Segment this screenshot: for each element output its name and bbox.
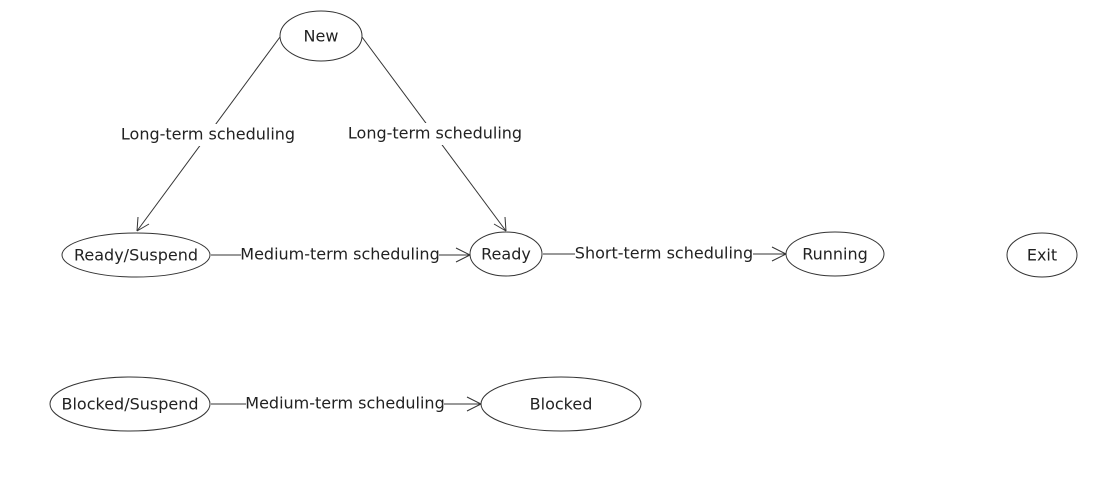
state-label-blocked: Blocked: [530, 395, 593, 414]
state-blocked: Blocked: [480, 376, 642, 432]
edge-ready-to-running: Short-term scheduling: [543, 243, 788, 265]
edge-ready-suspend-to-ready: Medium-term scheduling: [211, 244, 472, 266]
state-running: Running: [785, 231, 885, 277]
state-label-exit: Exit: [1027, 246, 1057, 265]
state-ready-suspend: Ready/Suspend: [61, 232, 211, 278]
state-label-ready-suspend: Ready/Suspend: [74, 246, 198, 265]
arrowhead-icon: [493, 223, 507, 232]
edge-label-long-term-right: Long-term scheduling: [348, 124, 522, 143]
state-ready: Ready: [469, 231, 543, 277]
arrowhead-icon: [136, 216, 139, 232]
edge-label-medium-term-ready: Medium-term scheduling: [240, 245, 439, 264]
edge-label-medium-term-blocked: Medium-term scheduling: [245, 394, 444, 413]
arrowhead-icon: [136, 223, 150, 232]
state-label-blocked-suspend: Blocked/Suspend: [61, 395, 198, 414]
state-label-new: New: [304, 27, 339, 46]
state-label-ready: Ready: [481, 245, 531, 264]
state-blocked-suspend: Blocked/Suspend: [49, 376, 211, 432]
state-new: New: [279, 10, 363, 62]
edge-new-to-ready: Long-term scheduling: [347, 36, 523, 232]
state-label-running: Running: [802, 245, 868, 264]
edge-new-to-ready-suspend: Long-term scheduling: [120, 36, 296, 232]
edge-label-short-term: Short-term scheduling: [575, 244, 753, 263]
edge-label-long-term-left: Long-term scheduling: [121, 125, 295, 144]
arrowhead-icon: [504, 216, 507, 232]
edge-blocked-suspend-to-blocked: Medium-term scheduling: [211, 393, 483, 415]
state-exit: Exit: [1006, 232, 1078, 278]
